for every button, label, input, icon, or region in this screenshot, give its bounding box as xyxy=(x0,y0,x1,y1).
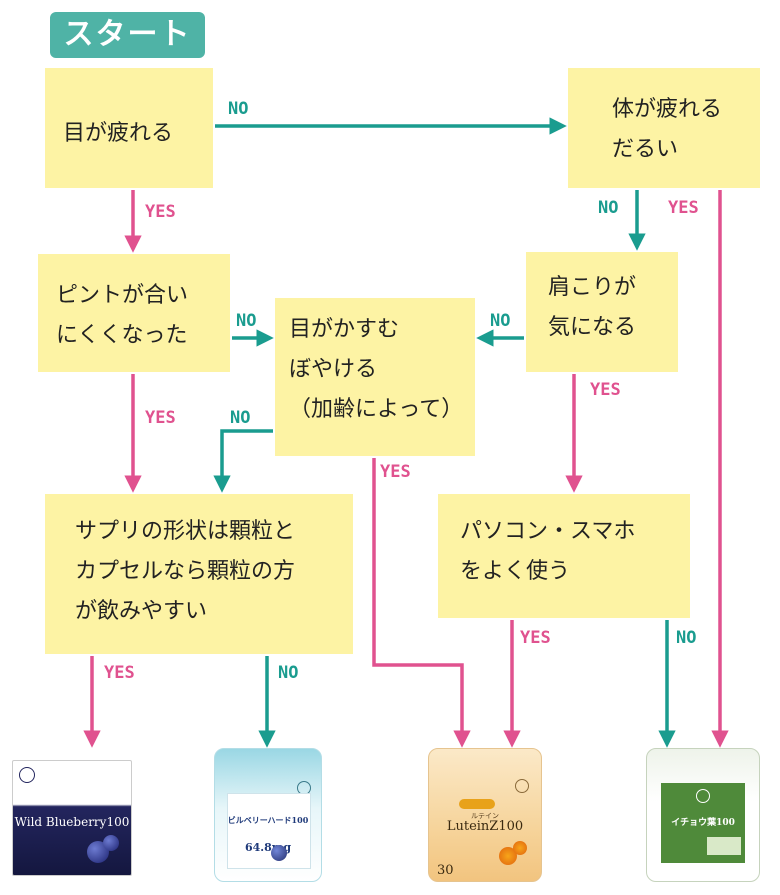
node-blur-line-3: （加齢によって） xyxy=(289,397,464,422)
product-ginkgo-name: イチョウ葉100 xyxy=(671,818,735,828)
label-no-focus: NO xyxy=(236,311,257,331)
node-granule: サプリの形状は顆粒と カプセルなら顆粒の方 が飲みやすい xyxy=(45,494,353,654)
node-focus-line-1: ピントが合い xyxy=(56,283,189,308)
product-lutein-name: LuteinZ100 xyxy=(446,819,524,834)
blueberry-logo-icon xyxy=(19,767,35,783)
label-no-shoulder: NO xyxy=(490,311,511,331)
label-no-eyes: NO xyxy=(228,99,249,119)
label-yes-granule: YES xyxy=(104,663,135,683)
label-yes-pc: YES xyxy=(520,628,551,648)
node-shoulder-line-1: 肩こりが xyxy=(548,275,637,300)
arrow-blur-to-lutein xyxy=(372,458,471,748)
ginkgo-stripe xyxy=(707,837,741,855)
label-no-body: NO xyxy=(598,198,619,218)
label-yes-blur: YES xyxy=(380,462,411,482)
label-no-granule: NO xyxy=(278,663,299,683)
node-granule-line-3: が飲みやすい xyxy=(75,599,208,624)
label-yes-body: YES xyxy=(668,198,699,218)
node-focus: ピントが合い にくくなった xyxy=(38,254,230,372)
node-blur-line-1: 目がかすむ xyxy=(289,317,400,342)
lutein-logo-icon xyxy=(515,779,529,793)
node-blur: 目がかすむ ぼやける （加齢によって） xyxy=(275,298,475,456)
product-lutein-count: 30 xyxy=(437,863,454,878)
label-yes-focus: YES xyxy=(145,408,176,428)
product-lutein: ルテイン LuteinZ100 30 xyxy=(428,748,542,882)
label-no-pc: NO xyxy=(676,628,697,648)
label-yes-eyes: YES xyxy=(145,202,176,222)
product-bilberry-amount: 64.8mg xyxy=(244,841,292,854)
node-focus-line-2: にくくなった xyxy=(56,323,188,348)
node-pc-line-1: パソコン・スマホ xyxy=(460,519,636,544)
product-bilberry-name: ビルベリーハード100 xyxy=(227,815,309,825)
node-body-tired: 体が疲れる だるい xyxy=(568,68,760,188)
lutein-marigold-icon-2 xyxy=(513,841,527,855)
bilberry-label-panel xyxy=(227,793,311,869)
ginkgo-logo-icon xyxy=(696,789,710,803)
product-lutein-kana: ルテイン xyxy=(471,812,499,820)
node-eyes-tired: 目が疲れる xyxy=(45,68,213,188)
node-body-tired-line-1: 体が疲れる xyxy=(612,97,723,122)
bilberry-fruit-icon xyxy=(271,845,287,861)
start-label: スタート xyxy=(50,12,205,58)
product-blueberry-name: Wild Blueberry100 xyxy=(14,815,130,829)
node-pc: パソコン・スマホ をよく使う xyxy=(438,494,690,618)
product-ginkgo: イチョウ葉100 xyxy=(646,748,760,882)
blueberry-fruit-icon-2 xyxy=(103,835,119,851)
node-granule-line-2: カプセルなら顆粒の方 xyxy=(75,559,296,584)
node-body-tired-line-2: だるい xyxy=(612,137,679,162)
lutein-marigold-icon xyxy=(499,847,517,865)
label-no-blur: NO xyxy=(230,408,251,428)
node-shoulder-line-2: 気になる xyxy=(548,315,637,340)
node-eyes-tired-line-1: 目が疲れる xyxy=(63,121,174,146)
node-blur-line-2: ぼやける xyxy=(289,357,378,382)
product-bilberry: ビルベリーハード100 64.8mg xyxy=(214,748,322,882)
node-pc-line-2: をよく使う xyxy=(460,559,571,584)
lutein-brand-badge xyxy=(459,799,495,809)
node-granule-line-1: サプリの形状は顆粒と xyxy=(75,519,296,544)
product-blueberry: Wild Blueberry100 xyxy=(12,760,132,876)
node-shoulder: 肩こりが 気になる xyxy=(526,252,678,372)
label-yes-shoulder: YES xyxy=(590,380,621,400)
arrow-blur-to-granule xyxy=(213,429,273,493)
